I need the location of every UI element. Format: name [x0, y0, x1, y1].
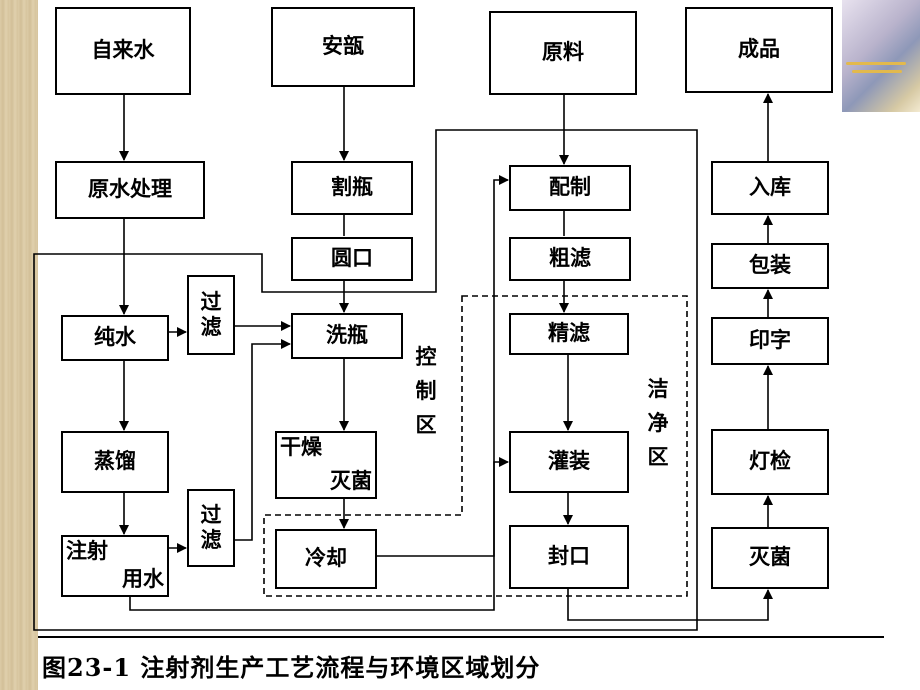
label-sealing: 封口 [548, 544, 590, 569]
label-fine-filter: 精滤 [548, 321, 590, 346]
box-finished-product [685, 7, 833, 93]
label-sterilization: 灭菌 [749, 545, 791, 570]
label-ampoule: 安瓿 [322, 34, 364, 59]
control-zone-boundary [33, 129, 698, 631]
label-filter-1: 过 滤 [200, 289, 222, 339]
box-coarse-filter [509, 237, 631, 281]
box-distillation [61, 431, 169, 493]
label-raw-water-treatment: 原水处理 [88, 177, 172, 202]
decorative-corner-image [842, 0, 920, 112]
label-water-use: 用水 [122, 567, 164, 592]
box-printing [711, 317, 829, 365]
label-light-inspection: 灯检 [749, 449, 791, 474]
label-compounding: 配制 [549, 175, 591, 200]
box-filter-2 [187, 489, 235, 567]
box-round-mouth [291, 237, 413, 281]
box-wash-bottle [291, 313, 403, 359]
box-dry-sterilize [275, 431, 377, 499]
label-wash-bottle: 洗瓶 [326, 323, 368, 348]
clean-zone-label: 洁净区 [647, 377, 669, 469]
label-coarse-filter: 粗滤 [549, 246, 591, 271]
label-finished-product: 成品 [738, 37, 780, 62]
arrow-cooling-to-filling [376, 457, 509, 557]
box-tap-water [55, 7, 191, 95]
label-raw-material: 原料 [542, 40, 584, 65]
label-filling: 灌装 [548, 449, 590, 474]
box-fine-filter [509, 313, 629, 355]
label-printing: 印字 [749, 328, 791, 353]
box-sealing [509, 525, 629, 589]
label-round-mouth: 圆口 [331, 246, 373, 271]
box-purified-water [61, 315, 169, 361]
clean-zone-boundary [263, 295, 688, 597]
box-cut-bottle [291, 161, 413, 215]
box-packaging [711, 243, 829, 289]
box-sterilization [711, 527, 829, 589]
box-compounding [509, 165, 631, 211]
box-raw-water-treatment [55, 161, 205, 219]
box-filling [509, 431, 629, 493]
arrow-sealing-to-sterilization [567, 588, 773, 621]
caption-rule [38, 636, 884, 638]
label-dry: 干燥 [280, 435, 322, 460]
label-filter-2: 过 滤 [200, 502, 222, 552]
label-cooling: 冷却 [305, 546, 347, 571]
label-tap-water: 自来水 [91, 38, 155, 63]
label-cut-bottle: 割瓶 [331, 175, 373, 200]
box-warehousing [711, 161, 829, 215]
figure-caption: 图23-1 注射剂生产工艺流程与环境区域划分 [42, 653, 541, 682]
label-purified-water: 纯水 [94, 325, 136, 350]
label-sterilize-1: 灭菌 [330, 469, 372, 494]
label-warehousing: 入库 [749, 175, 791, 200]
control-zone-label: 控制区 [415, 345, 437, 437]
arrow-wfi-to-compounding [129, 175, 509, 611]
box-raw-material [489, 11, 637, 95]
box-ampoule [271, 7, 415, 87]
label-distillation: 蒸馏 [94, 449, 136, 474]
label-packaging: 包装 [749, 253, 791, 278]
box-light-inspection [711, 429, 829, 495]
arrow-filter2-to-wash [234, 339, 291, 541]
box-water-for-injection [61, 535, 169, 597]
decorative-left-strip [0, 0, 38, 690]
box-cooling [275, 529, 377, 589]
label-injection: 注射 [66, 539, 108, 564]
box-filter-1 [187, 275, 235, 355]
